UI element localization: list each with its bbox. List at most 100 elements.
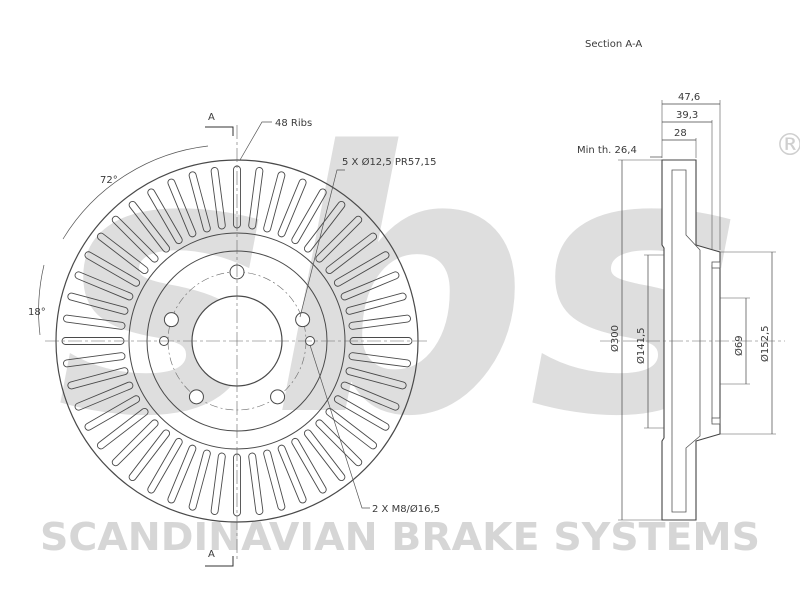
bolt-hole — [188, 389, 204, 405]
rib-outline — [188, 449, 211, 511]
rib-outline — [128, 429, 171, 482]
rib-outline — [84, 251, 141, 287]
rib-outline — [167, 178, 197, 238]
ribs-leader — [239, 121, 272, 161]
angle-arc-side — [38, 264, 45, 336]
rib — [303, 200, 346, 253]
rib-outline — [63, 314, 126, 330]
rib-outline — [263, 449, 286, 511]
rib — [147, 437, 183, 494]
rib-outline — [67, 367, 129, 390]
disc-section-view: Section A-A 47,6 39,3 28 Min th. 26,4 Ø3… — [577, 39, 785, 521]
rib-outline — [111, 215, 159, 263]
rib-outline — [348, 352, 411, 368]
rib — [74, 381, 134, 411]
rib — [340, 271, 400, 301]
rib — [348, 352, 411, 368]
rib-outline — [147, 188, 183, 245]
rib-outline — [333, 251, 390, 287]
rib-outline — [303, 429, 346, 482]
angle-side-label: 18° — [28, 307, 46, 318]
rib-outline — [248, 167, 264, 230]
dim-overall-width: 47,6 — [678, 92, 700, 103]
rib-outline — [111, 419, 159, 467]
rib-outline — [291, 437, 327, 494]
section-title: Section A-A — [585, 39, 642, 50]
bolt-hole — [270, 389, 286, 405]
ribs-label: 48 Ribs — [275, 118, 312, 129]
rib — [111, 419, 159, 467]
bolt-hole — [295, 312, 311, 328]
bolt-hole — [163, 312, 179, 328]
rib-outline — [325, 232, 378, 275]
rib-outline — [248, 452, 264, 515]
cooling-ribs — [61, 165, 413, 517]
holes-label: 2 X M8/Ø16,5 — [372, 503, 440, 515]
rib — [263, 171, 286, 233]
rib — [96, 407, 149, 450]
rib — [345, 367, 407, 390]
registered-mark: ® — [775, 128, 800, 163]
rib-outline — [63, 352, 126, 368]
rib-outline — [188, 171, 211, 233]
section-marker-bottom — [205, 556, 234, 567]
rib-outline — [315, 215, 363, 263]
rib-outline — [340, 271, 400, 301]
rib-outline — [96, 407, 149, 450]
rib — [67, 292, 129, 315]
rib-outline — [167, 444, 197, 504]
rib-outline — [303, 200, 346, 253]
rib-outline — [345, 292, 407, 315]
rib-outline — [74, 381, 134, 411]
rib-outline — [210, 167, 226, 230]
rib-outline — [277, 178, 307, 238]
rib-outline — [74, 271, 134, 301]
section-marker-top — [205, 126, 234, 136]
rib — [128, 200, 171, 253]
rib — [325, 407, 378, 450]
rib-outline — [84, 395, 141, 431]
rib — [325, 232, 378, 275]
rib-outline — [128, 200, 171, 253]
rib — [345, 292, 407, 315]
rib-outline — [96, 232, 149, 275]
dim-outer-diameter: Ø300 — [609, 325, 621, 352]
brand-logo-watermark: sbs — [57, 76, 743, 495]
section-label-top: A — [208, 112, 215, 123]
rib — [333, 251, 390, 287]
rib-outline — [348, 314, 411, 330]
rib-outline — [210, 452, 226, 515]
rib — [348, 314, 411, 330]
dim-center-bore: Ø69 — [733, 335, 745, 356]
rib — [147, 188, 183, 245]
rib-outline — [263, 171, 286, 233]
dim-hat-width: 39,3 — [676, 110, 698, 121]
rib — [67, 367, 129, 390]
rib — [63, 352, 126, 368]
hat-lip-bottom — [711, 417, 721, 425]
rib — [277, 444, 307, 504]
rib — [248, 167, 264, 230]
bolts-label: 5 X Ø12,5 PR57,15 — [342, 156, 437, 168]
rib-outline — [325, 407, 378, 450]
angle-arc-top — [62, 145, 209, 240]
rib-outline — [340, 381, 400, 411]
rib — [84, 251, 141, 287]
dim-inner-diameter: Ø141,5 — [635, 328, 647, 365]
rib — [340, 381, 400, 411]
rib — [315, 215, 363, 263]
rib — [277, 178, 307, 238]
company-name-watermark: SCANDINAVIAN BRAKE SYSTEMS — [40, 515, 760, 559]
rib — [248, 452, 264, 515]
rib — [210, 452, 226, 515]
vent-channel — [671, 169, 701, 513]
rib — [333, 395, 390, 431]
rib — [315, 419, 363, 467]
rib — [63, 314, 126, 330]
rib — [111, 215, 159, 263]
rib — [96, 232, 149, 275]
rib — [303, 429, 346, 482]
rib — [188, 171, 211, 233]
brand-watermark: sbs ® SCANDINAVIAN BRAKE SYSTEMS — [40, 76, 800, 559]
